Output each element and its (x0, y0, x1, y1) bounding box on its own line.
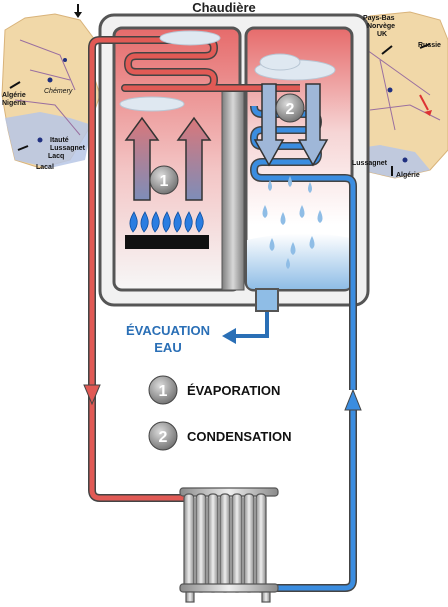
map-left-label-itaute: Itauté (50, 137, 69, 144)
legend-evaporation-label: ÉVAPORATION (187, 383, 281, 398)
descending-steam-arrows (253, 83, 329, 167)
map-left-label-nigeria: Nigeria (2, 100, 26, 107)
evacuation-label-line1: ÉVACUATION (125, 323, 211, 338)
map-right-label-lussagnet: Lussagnet (352, 160, 388, 167)
evacuation-arrow (222, 312, 269, 344)
boiler (98, 13, 370, 312)
map-right-label-norvege: Norvège (367, 23, 396, 30)
map-right-label-pays-bas: Pays-Bas (363, 15, 395, 22)
steam-clouds (119, 30, 336, 112)
boiler-title: Chaudière (192, 0, 256, 15)
legend-badge-2-number: 2 (159, 429, 168, 446)
legend-badge-1-number: 1 (159, 383, 168, 400)
legend-condensation-label: CONDENSATION (187, 429, 292, 444)
water-droplets (262, 176, 323, 269)
map-right-label-algerie: Algérie (396, 172, 420, 179)
map-right-label-uk: UK (377, 31, 388, 38)
badge-evaporation-number: 1 (160, 173, 169, 190)
burner (125, 211, 209, 249)
map-left-label-lacal: Lacal (36, 164, 54, 171)
map-right-label-russie: Russie (418, 42, 441, 49)
badge-condensation-number: 2 (286, 101, 295, 118)
flames (129, 211, 204, 233)
map-left-label-chemery: Chémery (44, 88, 73, 95)
legend-badge-1: 1 (148, 375, 178, 405)
evacuation-label: ÉVACUATION EAU (118, 322, 218, 356)
map-left-label-lussagnet: Lussagnet (50, 145, 86, 152)
cold-pipe (270, 388, 362, 592)
badge-condensation: 2 (275, 93, 305, 123)
map-left-label-algerie: Algérie (2, 92, 26, 99)
legend-badge-2: 2 (148, 421, 178, 451)
evacuation-label-line2: EAU (154, 340, 182, 355)
hot-pipe (83, 384, 185, 502)
badge-evaporation: 1 (149, 165, 179, 195)
left-map (1, 4, 101, 169)
map-left-label-lacq: Lacq (48, 153, 65, 160)
radiator (179, 487, 279, 603)
